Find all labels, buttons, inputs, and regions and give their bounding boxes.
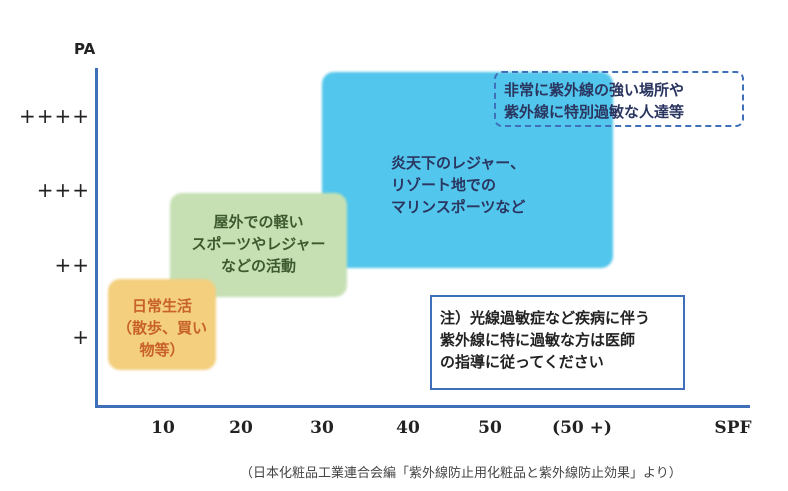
x-axis xyxy=(95,405,750,408)
resort-region xyxy=(322,72,613,268)
extreme-line: 非常に紫外線の強い場所や xyxy=(504,81,685,99)
x-tick-20: 20 xyxy=(229,418,253,438)
x-tick-40: 40 xyxy=(396,418,420,438)
outdoor-label: 屋外での軽い スポーツやレジャー などの活動 xyxy=(170,211,347,277)
y-tick-1: + xyxy=(72,325,90,349)
outdoor-line: などの活動 xyxy=(220,257,296,275)
daily-line: （散歩、買い xyxy=(116,319,207,337)
y-axis xyxy=(95,68,98,408)
daily-line: 物等） xyxy=(139,341,185,359)
y-tick-3: +++ xyxy=(36,178,90,202)
y-tick-4: ++++ xyxy=(18,104,90,128)
resort-line: マリンスポーツなど xyxy=(391,198,526,216)
x-tick-10: 10 xyxy=(151,418,175,438)
extreme-region: 非常に紫外線の強い場所や 紫外線に特別過敏な人達等 xyxy=(494,71,744,127)
extreme-line: 紫外線に特別過敏な人達等 xyxy=(504,103,685,121)
y-tick-2: ++ xyxy=(54,253,90,277)
source-caption: （日本化粧品工業連合会編「紫外線防止用化粧品と紫外線防止効果」より） xyxy=(240,466,682,481)
note-line: 注）光線過敏症など疾病に伴う xyxy=(440,309,651,327)
resort-line: リゾート地での xyxy=(391,176,497,194)
outdoor-line: 屋外での軽い xyxy=(213,213,304,231)
note-box: 注）光線過敏症など疾病に伴う 紫外線に特に過敏な方は医師 の指導に従ってください xyxy=(430,295,685,390)
daily-region xyxy=(108,279,216,370)
x-tick-30: 30 xyxy=(310,418,334,438)
note-line: の指導に従ってください xyxy=(440,353,604,371)
note-line: 紫外線に特に過敏な方は医師 xyxy=(440,331,636,349)
x-tick-50: 50 xyxy=(478,418,502,438)
daily-line: 日常生活 xyxy=(131,297,192,315)
y-axis-title: PA xyxy=(74,40,96,58)
x-tick-50plus: (50 +) xyxy=(552,418,612,438)
x-axis-title: SPF xyxy=(714,418,752,438)
resort-label: 炎天下のレジャー、 リゾート地での マリンスポーツなど xyxy=(391,152,525,218)
resort-line: 炎天下のレジャー、 xyxy=(391,154,526,172)
daily-label: 日常生活 （散歩、買い 物等） xyxy=(108,295,216,361)
outdoor-line: スポーツやレジャー xyxy=(191,235,326,253)
